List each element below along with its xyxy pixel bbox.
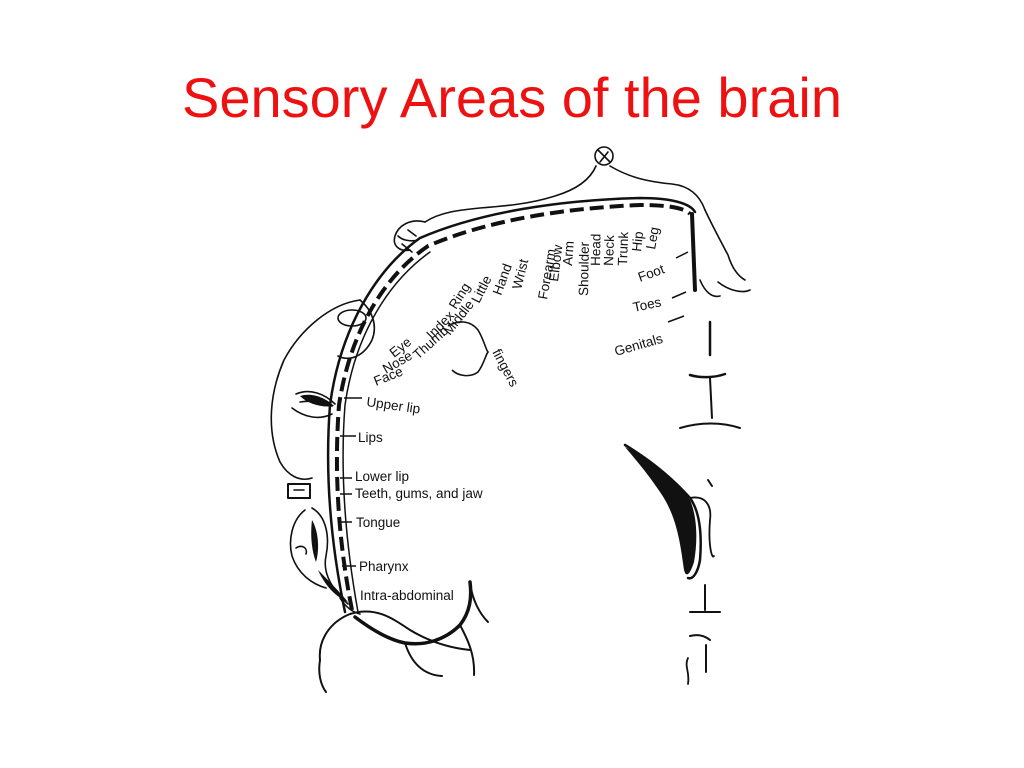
label-intra-abdominal: Intra-abdominal bbox=[360, 588, 454, 603]
label-upper-lip: Upper lip bbox=[366, 394, 422, 416]
label-teeth-gums-jaw: Teeth, gums, and jaw bbox=[355, 486, 483, 501]
label-foot: Foot bbox=[636, 261, 667, 284]
label-pharynx: Pharynx bbox=[359, 559, 409, 574]
label-fingers: fingers bbox=[489, 346, 521, 389]
label-wrist: Wrist bbox=[509, 257, 531, 290]
fingers-bracket bbox=[447, 321, 490, 377]
label-lower-lip: Lower lip bbox=[355, 469, 409, 484]
label-neck: Neck bbox=[601, 235, 617, 267]
label-hip: Hip bbox=[629, 231, 646, 253]
homunculus-figure bbox=[270, 146, 751, 615]
label-elbow: Elbow bbox=[546, 244, 565, 283]
label-head: Head bbox=[588, 234, 604, 267]
label-genitals: Genitals bbox=[613, 331, 665, 359]
label-toes: Toes bbox=[632, 294, 663, 315]
cortex-dashed-band bbox=[334, 202, 692, 611]
body-part-labels: Leg Hip Trunk Neck Head Shoulder Arm Elb… bbox=[355, 226, 667, 603]
label-lips: Lips bbox=[358, 430, 383, 445]
label-shoulder: Shoulder bbox=[576, 241, 592, 296]
label-trunk: Trunk bbox=[615, 231, 631, 266]
label-leg: Leg bbox=[643, 226, 662, 251]
label-leaders bbox=[340, 251, 689, 567]
ventricle-shape bbox=[625, 447, 697, 575]
label-tongue: Tongue bbox=[356, 515, 400, 530]
cortex-outline bbox=[318, 196, 741, 693]
label-arm: Arm bbox=[560, 240, 577, 266]
label-face: Face bbox=[372, 364, 405, 389]
homunculus-shading bbox=[300, 394, 348, 602]
slide-title: Sensory Areas of the brain bbox=[182, 66, 842, 129]
